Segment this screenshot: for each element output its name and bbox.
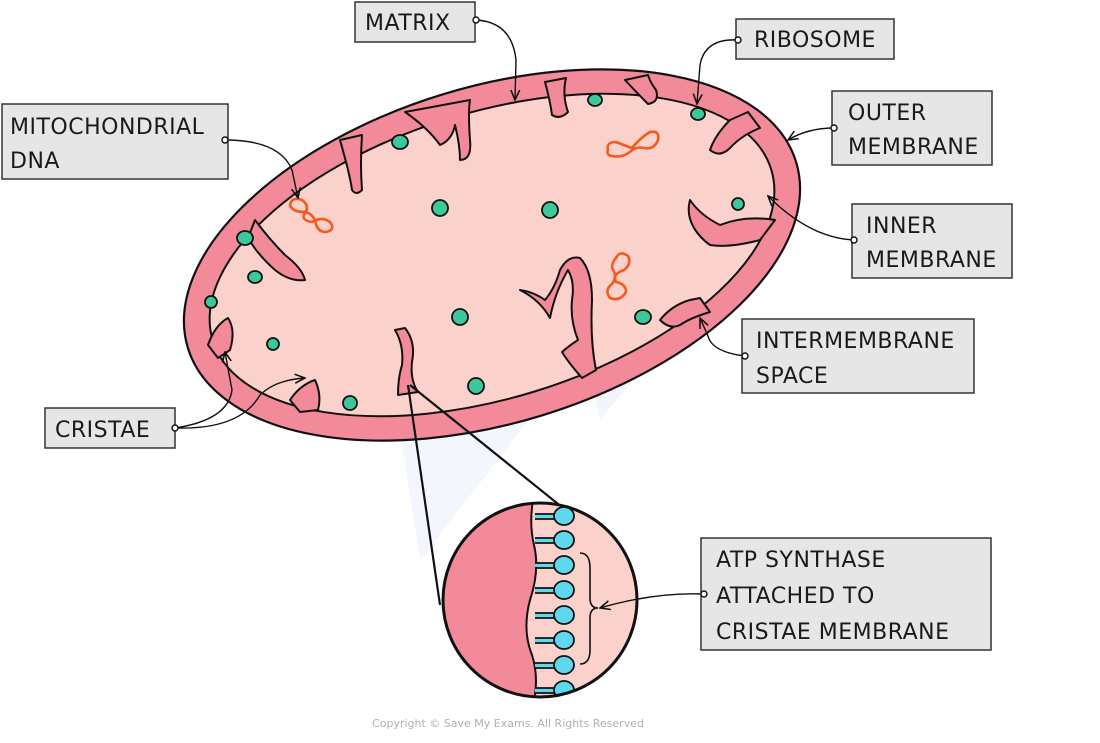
label-atp-line2: ATTACHED TO	[716, 584, 875, 609]
ribosome-dot	[204, 295, 218, 309]
ribosome-dot	[342, 395, 358, 411]
atp-synthase-unit	[535, 555, 575, 575]
label-inner-membrane-line1: INNER	[866, 214, 937, 239]
leader-intermembrane	[700, 318, 746, 357]
leader-lines	[171, 16, 858, 608]
label-intermembrane-line1: INTERMEMBRANE	[756, 329, 955, 354]
atp-synthase-unit	[535, 506, 575, 526]
copyright-text: Copyright © Save My Exams. All Rights Re…	[372, 717, 644, 730]
label-ribosome: RIBOSOME	[735, 18, 895, 60]
label-matrix-text: MATRIX	[365, 11, 451, 36]
label-intermembrane-space: INTERMEMBRANE SPACE	[741, 318, 975, 394]
atp-synthase-unit	[535, 580, 575, 600]
leader-outer-membrane	[788, 127, 835, 140]
label-inner-membrane-line2: MEMBRANE	[866, 248, 997, 273]
ribosomes	[204, 93, 745, 411]
cristae-folds	[207, 74, 776, 413]
label-inner-membrane: INNER MEMBRANE	[851, 203, 1013, 279]
label-outer-membrane-line1: OUTER	[848, 101, 927, 126]
ribosome-dot	[587, 93, 603, 107]
ribosome-dot	[236, 230, 254, 246]
ribosome-dot	[431, 199, 449, 217]
leader-atp-synthase	[600, 593, 705, 608]
leader-ribosome	[697, 39, 739, 104]
atp-synthase-inset	[441, 501, 639, 699]
label-outer-membrane-line2: MEMBRANE	[848, 135, 979, 160]
dna-loop	[606, 130, 660, 158]
dna-loop	[606, 252, 631, 301]
label-atp-synthase: ATP SYNTHASE ATTACHED TO CRISTAE MEMBRAN…	[700, 537, 992, 651]
atp-synthase-unit	[535, 655, 575, 675]
label-mitochondrial-dna-line2: DNA	[10, 149, 60, 174]
ribosome-dot	[541, 201, 559, 219]
label-matrix: MATRIX	[354, 1, 476, 43]
label-intermembrane-line2: SPACE	[756, 364, 828, 389]
atp-synthase-unit	[535, 605, 575, 625]
ribosome-dot	[451, 308, 469, 326]
ribosome-dot	[467, 377, 485, 395]
atp-brace	[579, 552, 599, 665]
ribosome-dot	[690, 107, 706, 121]
ribosome-dot	[391, 134, 409, 150]
label-mitochondrial-dna-line1: MITOCHONDRIAL	[10, 115, 205, 140]
leader-mitochondrial-dna	[224, 139, 298, 198]
dna-loop	[288, 197, 334, 234]
mitochondrial-dna-loops	[288, 130, 660, 301]
ribosome-dot	[634, 309, 652, 325]
ribosome-dot	[731, 197, 745, 211]
ribosome-dot	[266, 337, 280, 351]
label-atp-line1: ATP SYNTHASE	[716, 548, 886, 573]
leader-matrix	[475, 19, 516, 100]
label-cristae: CRISTAE	[44, 407, 176, 449]
label-cristae-text: CRISTAE	[55, 418, 150, 443]
label-ribosome-text: RIBOSOME	[754, 28, 876, 53]
leader-inner-membrane	[768, 196, 855, 241]
mitochondrion	[182, 68, 802, 442]
leader-cristae-a	[174, 352, 233, 429]
label-mitochondrial-dna: MITOCHONDRIAL DNA	[1, 103, 229, 180]
ribosome-dot	[247, 270, 263, 284]
label-outer-membrane: OUTER MEMBRANE	[831, 90, 993, 166]
label-atp-line3: CRISTAE MEMBRANE	[716, 620, 950, 645]
leader-cristae-b	[174, 378, 305, 429]
atp-synthase-unit	[535, 630, 575, 650]
atp-synthase-unit	[535, 530, 575, 550]
